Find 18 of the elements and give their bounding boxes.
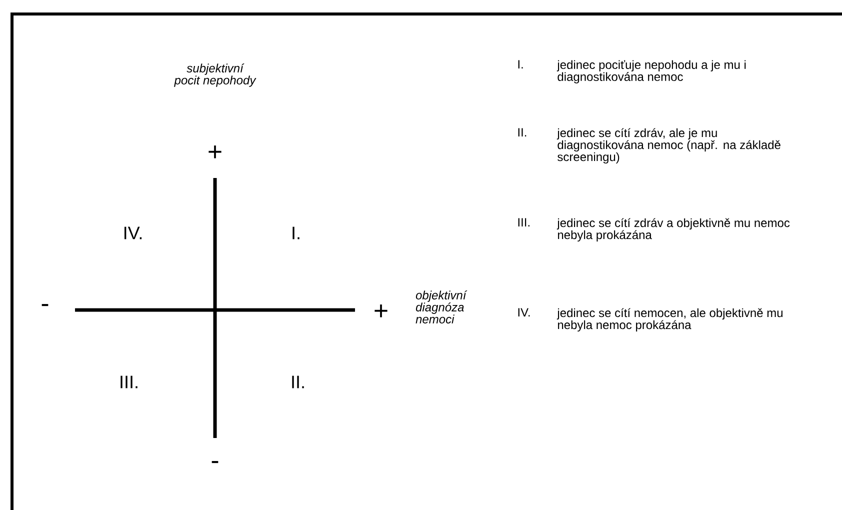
axis-title: subjektivní pocit nepohody [174,64,256,87]
list-numeral: I. [518,60,523,68]
sign: - [42,304,48,306]
quadrant-numeral: IV. [124,226,142,240]
sign: + [374,304,388,318]
quadrant-numeral: III. [120,376,138,388]
axis-title: objektivní diagnóza nemoci [416,290,468,324]
list-numeral: IV. [518,308,530,316]
list-text: jedinec se cítí zdráv a objektivně mu nemoc nebyla prokázána [556,218,790,242]
list-text: jedinec pociťuje nepohodu a je mu i diagnostikována nemoc [556,60,746,84]
list-numeral: III. [518,218,530,226]
quadrant-numeral: II. [292,376,304,388]
list-text: jedinec se cítí zdráv, ale je mu diagnostikována nemoc (např. na základě screeningu) [556,128,780,164]
quadrant-numeral: I. [292,226,300,240]
list-text: jedinec se cítí nemocen, ale objektivně mu nebyla nemoc prokázána [556,308,782,332]
sign: - [212,461,218,464]
sign: + [208,145,222,158]
list-numeral: II. [518,128,526,136]
